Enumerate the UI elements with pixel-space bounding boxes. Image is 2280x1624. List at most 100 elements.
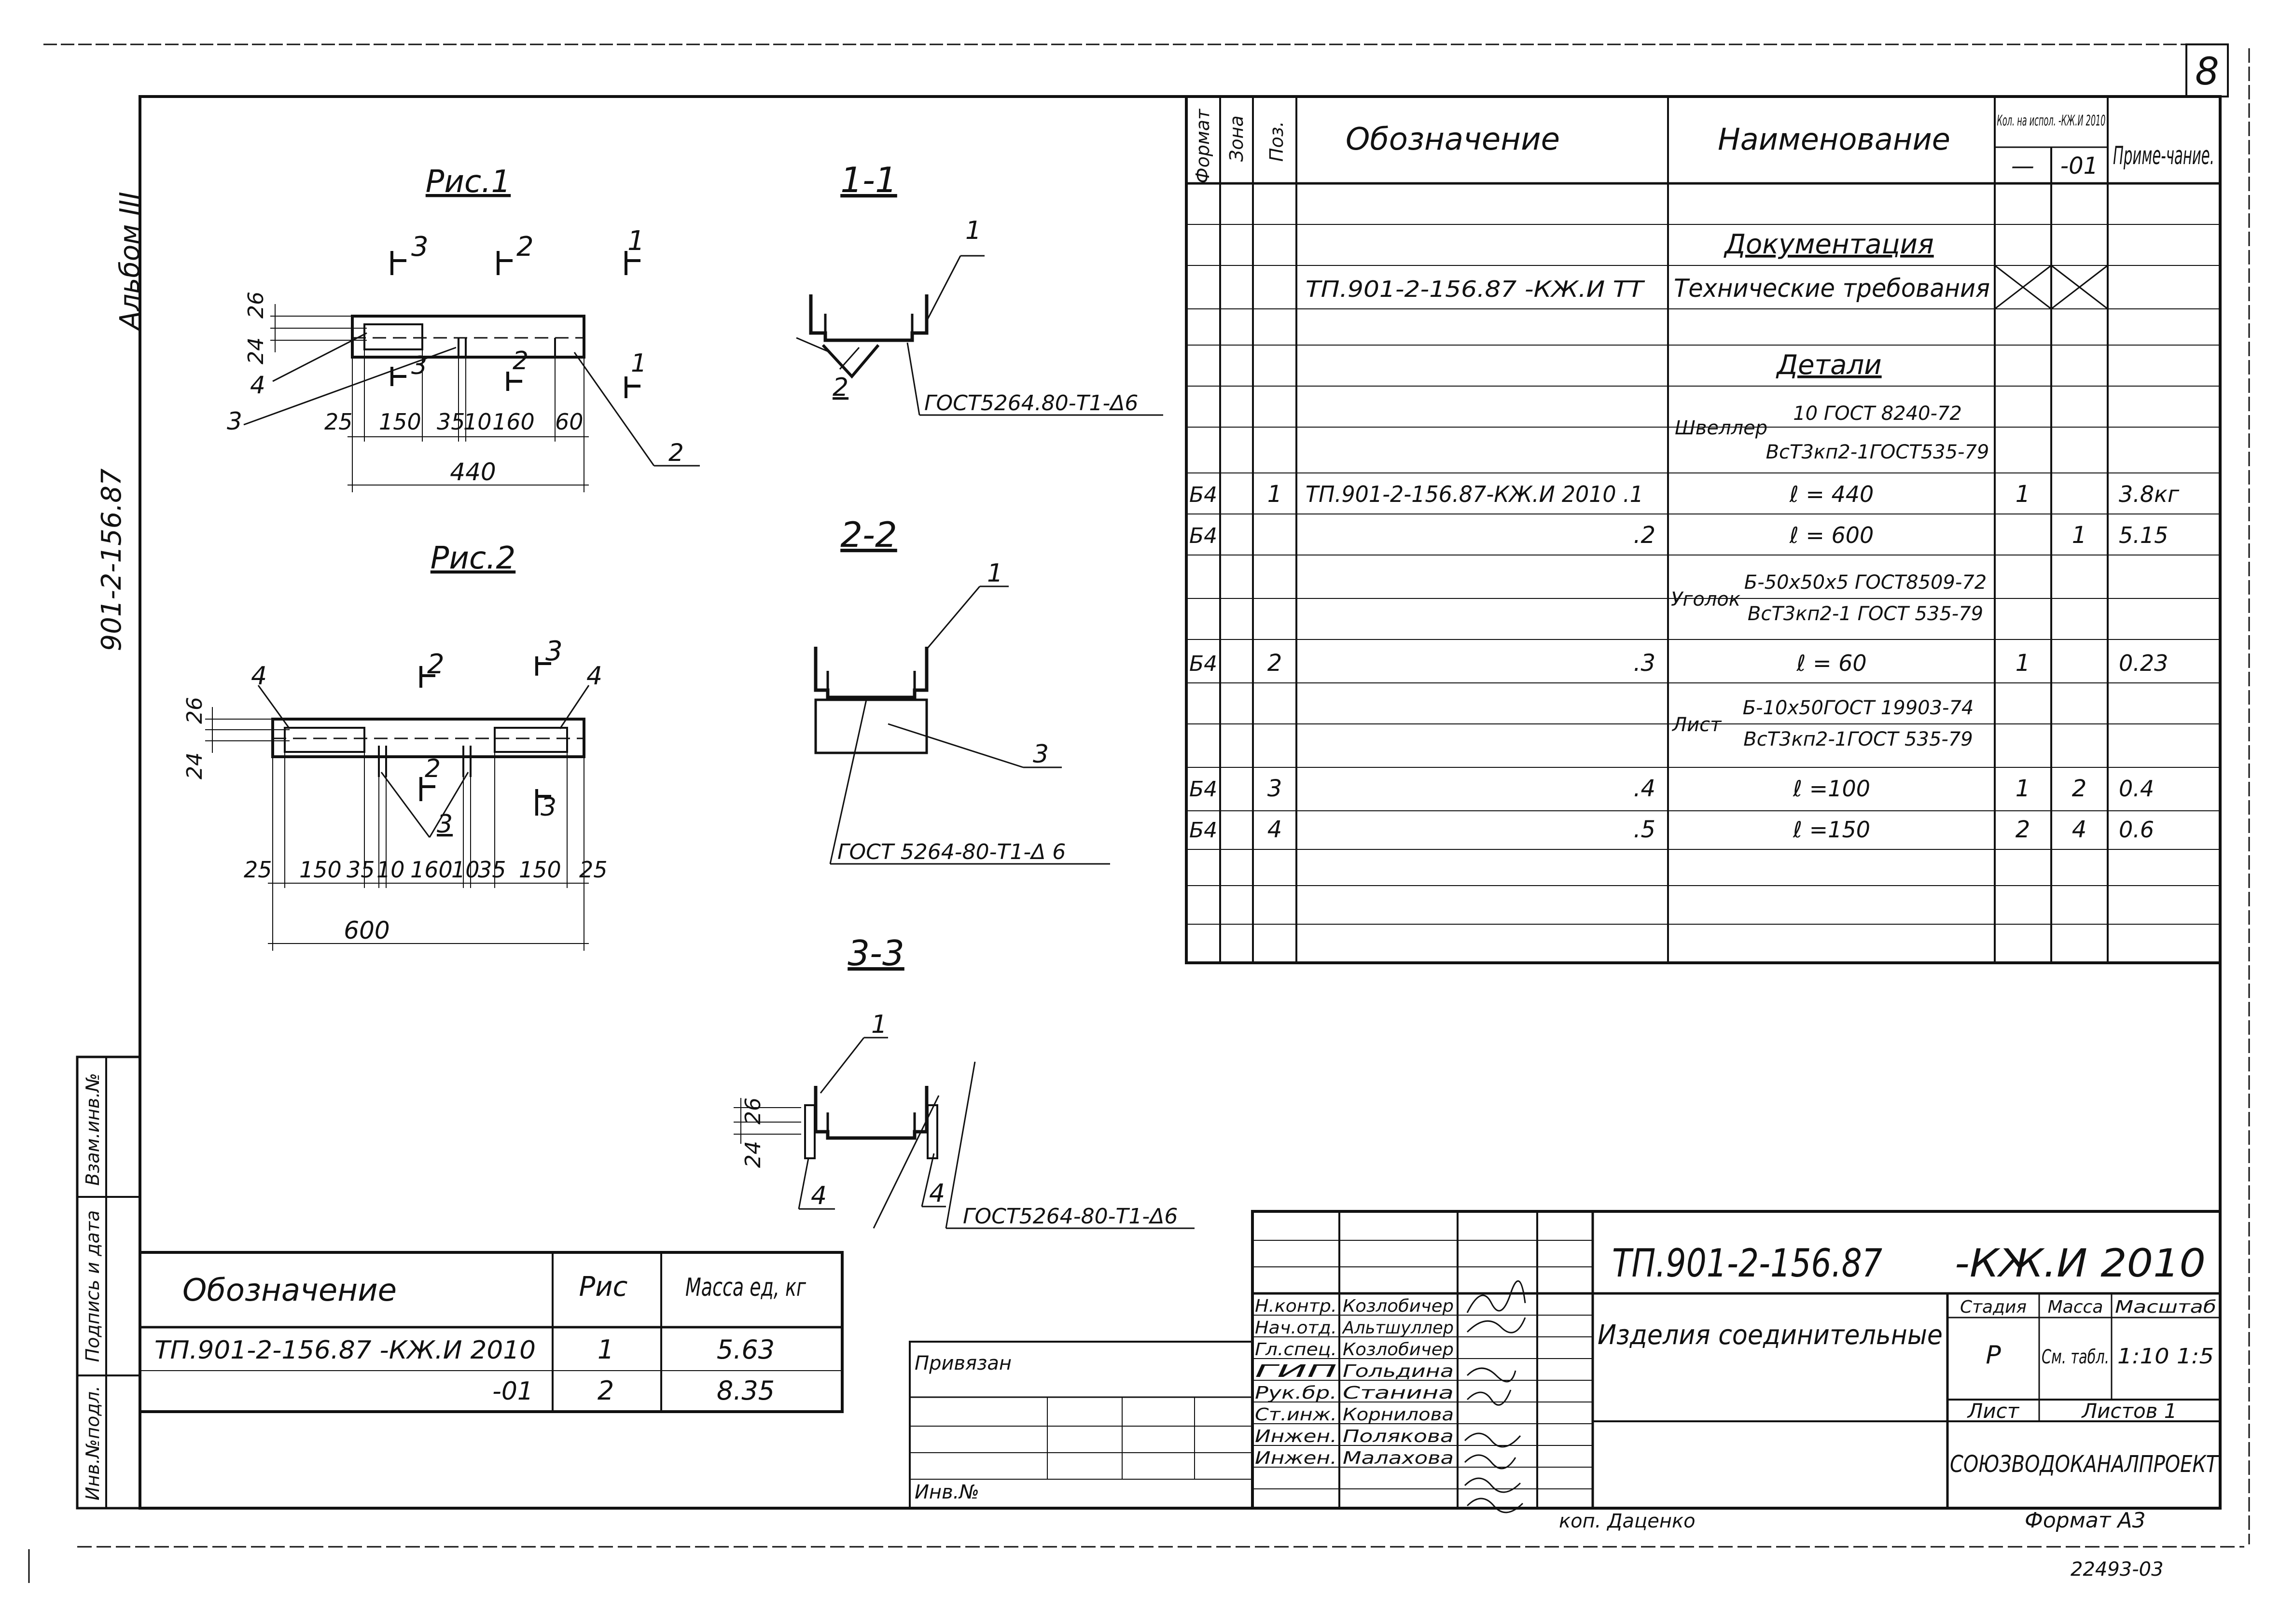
spec-cell-qty-base: 1	[2016, 650, 2030, 677]
fig2-dim-25a: 25	[244, 857, 272, 883]
spec-cell-name: ℓ =100	[1793, 776, 1870, 802]
title-scale: 1:10 1:5	[2117, 1344, 2214, 1369]
spec-cell-pos: 1	[1267, 481, 1282, 508]
role-label: Гл.спец.	[1255, 1340, 1337, 1360]
fig2-dim-150b: 150	[519, 857, 561, 883]
role-name: Козлобичер	[1343, 1340, 1454, 1360]
fig1-dim-60: 60	[555, 409, 584, 435]
material-angle-top: Б-50х50х5 ГОСТ8509-72	[1744, 571, 1987, 594]
section-3-3-title: 3-3	[848, 933, 904, 973]
spec-cell-name: Технические требования	[1674, 274, 1990, 303]
spec-cell-format: Б4	[1189, 818, 1217, 843]
spec-cell-format: Б4	[1189, 524, 1217, 548]
specification-table	[1185, 95, 2222, 964]
material-sheet-top: Б-10х50ГОСТ 19903-74	[1743, 697, 1974, 719]
fig2-cut-2-bot: 2	[425, 754, 441, 783]
fig2-dim-25b: 25	[579, 857, 608, 883]
role-name: Корнилова	[1343, 1405, 1454, 1425]
role-label: Нач.отд.	[1255, 1318, 1337, 1338]
material-channel-top: 10 ГОСТ 8240-72	[1793, 403, 1962, 425]
fig1-dim-35: 35	[437, 409, 465, 435]
copied-by: коп. Даценко	[1559, 1510, 1696, 1532]
spec-cell-designation: .3	[1633, 650, 1655, 677]
spec-cell-designation: .2	[1633, 522, 1655, 549]
fig1-cut-1-bot: 1	[631, 349, 647, 378]
spec-header-note: Приме-чание.	[2113, 141, 2214, 170]
role-name: Полякова	[1343, 1427, 1454, 1446]
fig2-dim-10a: 10	[376, 857, 405, 883]
fig2-dim-10b: 10	[451, 857, 480, 883]
spec-cell-format: Б4	[1189, 777, 1217, 802]
page-number: 8	[2195, 50, 2219, 94]
fig2-cut-3-top: 3	[545, 636, 563, 667]
role-label: Рук.бр.	[1255, 1383, 1337, 1403]
spec-cell-note: 0.23	[2119, 650, 2168, 676]
figure-2: Рис.2 2 3 2 3 26 24 25 150	[182, 541, 608, 951]
title-block	[1251, 1210, 2222, 1510]
fig2-overall: 600	[344, 916, 389, 944]
title-mass-label: Масса	[2048, 1297, 2103, 1317]
role-name: Козлобичер	[1343, 1296, 1454, 1316]
material-sheet-label: Лист	[1671, 714, 1722, 736]
role-label: Инжен.	[1255, 1427, 1337, 1446]
spec-cell-qty-base: 1	[2016, 481, 2030, 508]
role-name: Альтшуллер	[1342, 1318, 1454, 1338]
fig2-dim-35b: 35	[478, 857, 506, 883]
signatures	[1464, 1280, 1526, 1513]
spec-cell-pos: 4	[1267, 816, 1282, 843]
title-mass: См. табл.	[2042, 1346, 2109, 1368]
spec-header-name: Наименование	[1718, 122, 1950, 157]
fig1-overall: 440	[450, 458, 496, 486]
title-roles: Н.контр.КозлобичерНач.отд.АльтшуллерГл.с…	[1255, 1296, 1454, 1468]
spec-cell-designation: ТП.901-2-156.87-КЖ.И 2010 .1	[1306, 481, 1643, 507]
spec-cell-format: Б4	[1189, 483, 1217, 507]
spec-cell-name: Детали	[1775, 349, 1881, 381]
mass-row1-mass: 5.63	[717, 1334, 775, 1365]
role-label: ГИП	[1255, 1361, 1337, 1381]
sec33-dim-24: 24	[741, 1141, 765, 1168]
fig2-dim-150a: 150	[299, 857, 342, 883]
title-stage: Р	[1986, 1341, 2001, 1370]
role-label: Ст.инж.	[1255, 1405, 1337, 1425]
sec11-pos-2: 2	[833, 373, 848, 402]
sec33-pos-4-right: 4	[929, 1179, 945, 1208]
sec22-weld: ГОСТ 5264-80-Т1-Δ 6	[837, 840, 1066, 864]
sec22-pos-3: 3	[1033, 740, 1049, 769]
spec-cell-name: Документация	[1723, 229, 1933, 260]
side-stamp-sign: Подпись и дата	[82, 1210, 103, 1362]
spec-cell-designation: .4	[1633, 775, 1655, 802]
figure-2-title: Рис.2	[431, 541, 515, 576]
spec-header-format: Формат	[1192, 108, 1213, 183]
spec-cell-qty-01: 4	[2072, 816, 2087, 843]
spec-cell-qty-01: 1	[2072, 522, 2087, 549]
title-name: Изделия соединительные	[1598, 1319, 1943, 1351]
section-2-2-title: 2-2	[840, 514, 897, 555]
fig1-pos-3: 3	[227, 407, 242, 435]
spec-cell-qty-01: 2	[2072, 775, 2087, 802]
mass-header-fig: Рис	[579, 1271, 628, 1303]
title-scale-label: Масштаб	[2115, 1297, 2216, 1317]
fig1-cut-3-bot: 3	[411, 351, 427, 380]
mass-header-mass: Масса ед, кг	[685, 1273, 806, 1302]
sec33-pos-1: 1	[871, 1010, 887, 1039]
album-label: Альбом III	[114, 192, 146, 331]
role-name: Гольдина	[1343, 1361, 1454, 1381]
spec-cell-note: 0.6	[2119, 817, 2154, 843]
mass-header-designation: Обозначение	[182, 1273, 397, 1308]
fig1-dim-160: 160	[492, 409, 535, 435]
spec-cell-qty-base: 2	[2016, 816, 2030, 843]
fig1-dim-10: 10	[463, 409, 492, 435]
fig1-cut-1-top: 1	[627, 225, 645, 257]
spec-cell-name: ℓ = 440	[1789, 481, 1874, 507]
fig1-cut-2-bot: 2	[513, 347, 528, 375]
fig1-dim-150: 150	[379, 409, 421, 435]
sec11-pos-1: 1	[965, 216, 981, 245]
title-code-2: -КЖ.И 2010	[1955, 1241, 2206, 1286]
fig2-pos-4-right: 4	[586, 662, 602, 691]
fig1-dim-25: 25	[324, 409, 353, 435]
mass-row2-designation: -01	[492, 1377, 533, 1406]
title-sheet-label: Лист	[1967, 1399, 2020, 1423]
role-label: Инжен.	[1255, 1448, 1337, 1468]
